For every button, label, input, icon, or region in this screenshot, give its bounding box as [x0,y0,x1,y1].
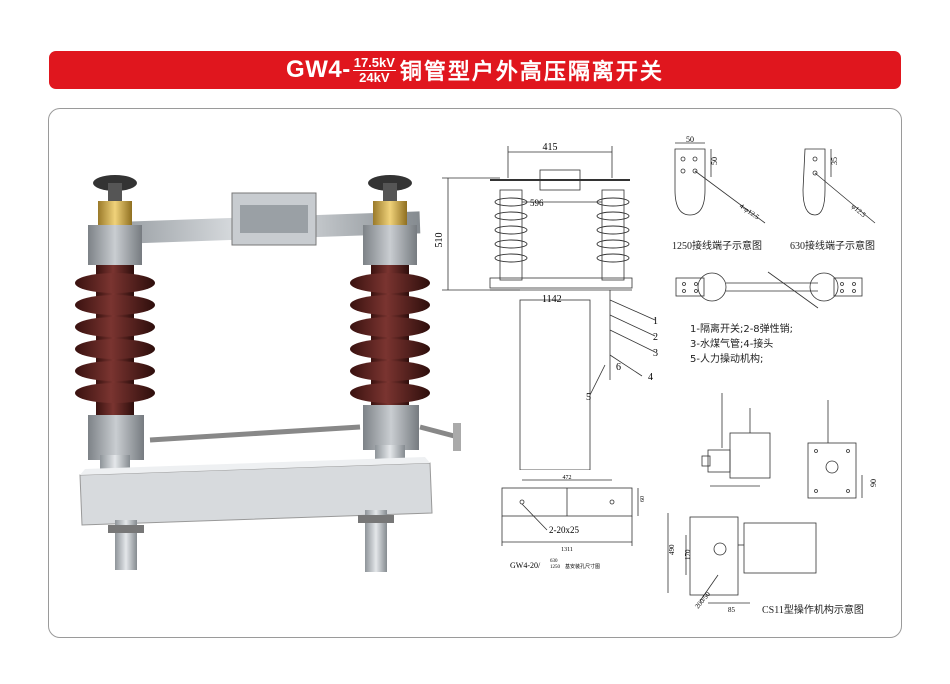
dim-1142: 1142 [542,294,562,305]
base-caption-frac-bottom: 1250 [550,565,561,570]
base-dim-top: 472 [563,475,572,481]
mech-dim-90: 90 [869,479,878,487]
dim-510: 510 [434,233,445,248]
legend-line-2: 3-水煤气管;4-接头 [690,339,774,350]
title-banner: GW4- 17.5kV 24kV 铜管型户外高压隔离开关 [49,51,901,89]
t1250-dim-a: 50 [686,135,694,144]
voltage-top: 17.5kV [352,54,396,71]
callout-2: 2 [653,332,658,343]
product-photo [75,175,461,572]
content-frame [48,108,902,638]
base-holes: 2-20x25 [549,525,579,535]
callout-5: 5 [586,392,591,403]
dim-596: 596 [530,198,544,208]
base-dim-side: 60 [640,496,646,502]
t1250-dim-b: 50 [710,157,719,165]
callout-1: 1 [653,316,658,327]
callout-6: 6 [616,362,621,373]
base-caption-frac-top: 630 [550,559,558,564]
terminal-630-caption: 630接线端子示意图 [790,241,875,252]
mechanism-plan-view: 490 170 200/50 85 [667,513,817,614]
product-name: 铜管型户外高压隔离开关 [399,60,664,85]
base-caption-model: GW4-20/ [510,561,541,570]
model-code: GW4- [286,56,351,83]
mech-dim-85: 85 [728,606,736,614]
mech-dim-490: 490 [668,544,676,555]
mech-dim-200: 200/50 [693,590,712,610]
dim-415: 415 [543,142,558,153]
mech-dim-170: 170 [684,549,692,560]
t630-dia: φ12.5 [850,202,868,219]
contact-assembly-drawing [675,271,863,309]
terminal-1250-caption: 1250接线端子示意图 [672,241,762,252]
legend-line-3: 5-人力操动机构; [690,354,764,365]
voltage-fraction: 17.5kV 24kV [352,54,396,85]
terminal-1250-drawing: 50 50 4-φ12.5 [674,135,766,224]
terminal-630-drawing: 35 φ12.5 [802,148,876,224]
front-view-drawing: 415 510 596 1142 1 2 3 4 5 6 [434,142,658,470]
voltage-bottom: 24kV [359,69,390,85]
mechanism-caption: CS11型操作机构示意图 [762,605,864,616]
parts-legend: 1-隔离开关;2-8弹性销; 3-水煤气管;4-接头 5-人力操动机构; [690,322,793,367]
base-dim-bottom: 1311 [561,547,573,553]
base-plan-drawing: 472 60 2-20x25 1311 GW4-20/ 630 1250 基安装… [501,475,646,570]
t1250-dia: 4-φ12.5 [738,202,761,222]
base-caption-text: 基安装孔尺寸图 [565,563,600,570]
callout-4: 4 [648,372,653,383]
t630-dim-a: 35 [830,157,839,165]
callout-3: 3 [653,348,658,359]
mechanism-front-view: 90 [807,400,878,499]
mechanism-side-view [701,393,771,487]
legend-line-1: 1-隔离开关;2-8弹性销; [690,324,794,335]
